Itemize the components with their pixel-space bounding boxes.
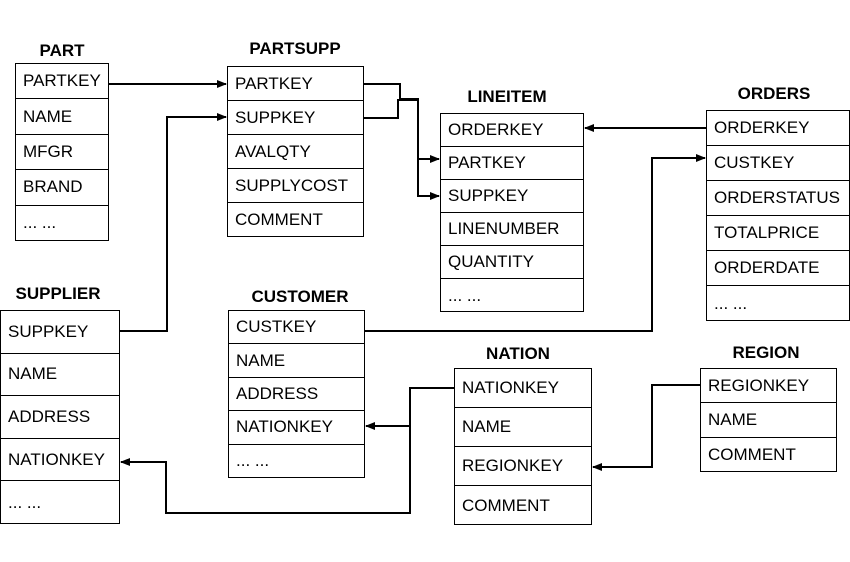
lineitem-field-linenumber: LINENUMBER: [441, 213, 583, 246]
nation-field-name: NAME: [455, 408, 591, 447]
partsupp-field-supplycost: SUPPLYCOST: [228, 169, 363, 203]
relationship-supplier-suppkey-to-partsupp-suppkey: [120, 113, 227, 332]
relationship-partsupp-suppkey-to-lineitem-suppkey: [364, 99, 440, 200]
partsupp-field-avalqty: AVALQTY: [228, 135, 363, 169]
orders-field-totalprice: TOTALPRICE: [707, 216, 849, 251]
lineitem-field-suppkey: SUPPKEY: [441, 180, 583, 213]
relationship-nation-nationkey-to-customer-nationkey: [365, 387, 454, 430]
nation-table-title: NATION: [486, 344, 550, 363]
orders-field-custkey: CUSTKEY: [707, 146, 849, 181]
orders-field-orderstatus: ORDERSTATUS: [707, 181, 849, 216]
part-table-title: PART: [39, 41, 85, 60]
partsupp-field-partkey: PARTKEY: [228, 67, 363, 101]
part-field-mfgr: MFGR: [16, 135, 108, 171]
region-field-regionkey: REGIONKEY: [701, 369, 836, 404]
lineitem-table-title: LINEITEM: [467, 87, 547, 106]
nation-field-regionkey: REGIONKEY: [455, 447, 591, 486]
relationship-nation-nationkey-to-supplier-nationkey: [120, 426, 411, 514]
part-field-name: NAME: [16, 99, 108, 135]
region-field-comment: COMMENT: [708, 444, 796, 464]
nation-field-nationkey: NATIONKEY: [455, 369, 591, 408]
supplier-field-ellipsis: ... ...: [8, 492, 42, 512]
customer-field-address: ADDRESS: [229, 378, 364, 412]
region-table-title: REGION: [732, 343, 800, 362]
supplier-field-name: NAME: [1, 354, 119, 397]
supplier-field-address: ADDRESS: [1, 396, 119, 439]
customer-field-custkey: CUSTKEY: [229, 311, 364, 345]
region-field-name: NAME: [701, 403, 836, 438]
partsupp-table-title: PARTSUPP: [249, 39, 341, 58]
part-field-ellipsis: ... ...: [23, 213, 57, 233]
relationship-customer-custkey-to-orders-custkey: [365, 154, 706, 332]
lineitem-field-quantity: QUANTITY: [441, 246, 583, 279]
orders-field-orderkey: ORDERKEY: [707, 111, 849, 146]
relationship-partsupp-partkey-to-lineitem-partkey: [364, 83, 440, 163]
lineitem-field-partkey: PARTKEY: [441, 147, 583, 180]
lineitem-field-ellipsis: ... ...: [448, 285, 482, 305]
customer-field-name: NAME: [229, 344, 364, 378]
supplier-field-suppkey: SUPPKEY: [1, 311, 119, 354]
part-field-partkey: PARTKEY: [16, 64, 108, 100]
lineitem-field-orderkey: ORDERKEY: [441, 114, 583, 147]
supplier-table-title: SUPPLIER: [15, 284, 101, 303]
supplier-field-nationkey: NATIONKEY: [1, 439, 119, 482]
partsupp-field-suppkey: SUPPKEY: [228, 101, 363, 135]
nation-field-comment: COMMENT: [462, 495, 550, 515]
customer-field-ellipsis: ... ...: [236, 451, 270, 471]
orders-table-title: ORDERS: [737, 84, 811, 103]
partsupp-field-comment: COMMENT: [235, 210, 323, 229]
customer-table-title: CUSTOMER: [251, 287, 349, 306]
orders-field-ellipsis: ... ...: [714, 293, 748, 313]
customer-field-nationkey: NATIONKEY: [229, 411, 364, 445]
part-field-brand: BRAND: [16, 170, 108, 206]
relationship-region-regionkey-to-nation-regionkey: [592, 384, 700, 471]
orders-field-orderdate: ORDERDATE: [707, 251, 849, 286]
